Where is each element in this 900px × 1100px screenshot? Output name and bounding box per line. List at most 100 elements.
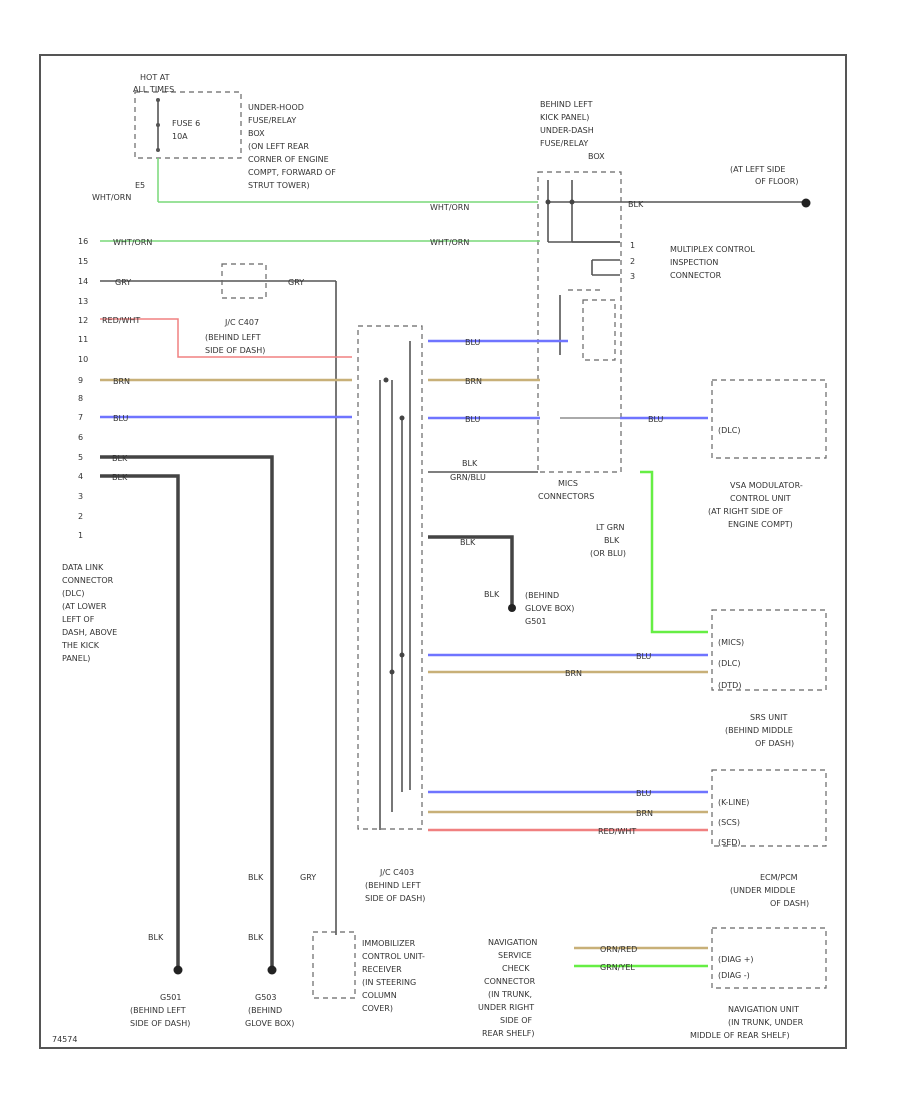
- svg-text:RED/WHT: RED/WHT: [598, 827, 636, 836]
- svg-text:BRN: BRN: [565, 669, 582, 678]
- wire-e5-label: E5: [135, 181, 145, 190]
- svg-text:SIDE OF: SIDE OF: [500, 1016, 532, 1025]
- svg-text:(BEHIND: (BEHIND: [248, 1006, 282, 1015]
- uh-line-4: (ON LEFT REAR: [248, 142, 309, 151]
- svg-text:CONNECTOR: CONNECTOR: [484, 977, 536, 986]
- svg-text:(BEHIND LEFT: (BEHIND LEFT: [130, 1006, 186, 1015]
- svg-text:ECM/PCM: ECM/PCM: [760, 873, 798, 882]
- svg-text:(IN TRUNK, UNDER: (IN TRUNK, UNDER: [728, 1018, 804, 1027]
- svg-text:BRN: BRN: [113, 377, 130, 386]
- svg-text:BLU: BLU: [636, 652, 652, 661]
- svg-text:(DLC): (DLC): [62, 589, 84, 598]
- srs-connector-box: [711, 609, 827, 691]
- fuse-rating: 10A: [172, 132, 188, 141]
- wire-blk-top-label: BLK: [628, 200, 644, 209]
- dash-box-line-1: BEHIND LEFT: [540, 100, 593, 109]
- svg-text:BRN: BRN: [636, 809, 653, 818]
- svg-text:IMMOBILIZER: IMMOBILIZER: [362, 939, 416, 948]
- dlc-pin-11: 11: [78, 335, 88, 344]
- wire-whtorn-label-1: WHT/ORN: [92, 193, 131, 202]
- svg-text:(SCS): (SCS): [718, 818, 740, 827]
- svg-text:ORN/RED: ORN/RED: [600, 945, 637, 954]
- svg-text:3: 3: [630, 272, 635, 281]
- hot-label-2: ALL TIMES: [133, 85, 174, 94]
- nav-conn-labels: NAVIGATION SERVICE CHECK CONNECTOR (IN T…: [478, 938, 537, 1038]
- svg-text:(DLC): (DLC): [718, 426, 740, 435]
- svg-text:OF DASH): OF DASH): [755, 739, 794, 748]
- immob-labels: IMMOBILIZER CONTROL UNIT- RECEIVER (IN S…: [362, 939, 425, 1013]
- uh-line-3: BOX: [248, 129, 265, 138]
- svg-text:PANEL): PANEL): [62, 654, 90, 663]
- vsa-connector-box: [711, 379, 827, 459]
- dash-box-line-5: BOX: [588, 152, 605, 161]
- svg-text:(MICS): (MICS): [718, 638, 744, 647]
- jc-c403-box: [357, 325, 423, 830]
- uh-line-5: CORNER OF ENGINE: [248, 155, 329, 164]
- svg-text:OF DASH): OF DASH): [770, 899, 809, 908]
- svg-text:BLK: BLK: [460, 538, 476, 547]
- dash-box-line-4: FUSE/RELAY: [540, 139, 588, 148]
- svg-text:BLU: BLU: [465, 338, 481, 347]
- svg-text:GRY: GRY: [300, 873, 316, 882]
- dlc-pin-3: 3: [78, 492, 83, 501]
- svg-text:(UNDER MIDDLE: (UNDER MIDDLE: [730, 886, 795, 895]
- svg-text:2: 2: [630, 257, 635, 266]
- uh-line-1: UNDER-HOOD: [248, 103, 304, 112]
- svg-text:(AT LOWER: (AT LOWER: [62, 602, 107, 611]
- underhood-box-labels: UNDER-HOOD FUSE/RELAY BOX (ON LEFT REAR …: [248, 103, 336, 190]
- svg-text:THE KICK: THE KICK: [61, 641, 100, 650]
- diagram-code: 74574: [52, 1035, 77, 1044]
- ground-g501: [173, 965, 183, 975]
- svg-text:CHECK: CHECK: [502, 964, 530, 973]
- dlc-pin-5: 5: [78, 453, 83, 462]
- ground-symbol-top: [801, 198, 811, 208]
- svg-text:(SED): (SED): [718, 838, 741, 847]
- svg-text:WHT/ORN: WHT/ORN: [113, 238, 152, 247]
- uh-line-2: FUSE/RELAY: [248, 116, 296, 125]
- svg-text:DASH, ABOVE: DASH, ABOVE: [62, 628, 117, 637]
- svg-text:BLU: BLU: [636, 789, 652, 798]
- dlc-pin-13: 13: [78, 297, 88, 306]
- vsa-labels: VSA MODULATOR- CONTROL UNIT (AT RIGHT SI…: [708, 481, 803, 529]
- g-glove-line-3: G501: [525, 617, 546, 626]
- svg-text:LEFT OF: LEFT OF: [62, 615, 95, 624]
- svg-text:CONNECTOR: CONNECTOR: [62, 576, 114, 585]
- svg-text:RECEIVER: RECEIVER: [362, 965, 402, 974]
- svg-text:GRN/YEL: GRN/YEL: [600, 963, 635, 972]
- svg-text:(IN TRUNK,: (IN TRUNK,: [488, 990, 532, 999]
- mpx-line-2: INSPECTION: [670, 258, 718, 267]
- svg-text:(K-LINE): (K-LINE): [718, 798, 749, 807]
- wire-ltgrn: [640, 470, 708, 634]
- svg-text:COVER): COVER): [362, 1004, 393, 1013]
- dlc-pin-4: 4: [78, 472, 83, 481]
- svg-text:(BEHIND MIDDLE: (BEHIND MIDDLE: [725, 726, 793, 735]
- uh-line-7: STRUT TOWER): [248, 181, 310, 190]
- svg-text:CONTROL UNIT-: CONTROL UNIT-: [362, 952, 425, 961]
- svg-text:BLK: BLK: [484, 590, 500, 599]
- dlc-pin-7: 7: [78, 413, 83, 422]
- jc2-label-3: SIDE OF DASH): [365, 894, 425, 903]
- svg-text:MIDDLE OF REAR SHELF): MIDDLE OF REAR SHELF): [690, 1031, 790, 1040]
- svg-text:BLU: BLU: [648, 415, 664, 424]
- svg-text:BLK: BLK: [462, 459, 478, 468]
- svg-text:DATA LINK: DATA LINK: [62, 563, 104, 572]
- nav-unit-labels: NAVIGATION UNIT (IN TRUNK, UNDER MIDDLE …: [690, 1005, 804, 1040]
- uh-line-6: COMPT, FORWARD OF: [248, 168, 336, 177]
- mpx-line-3: CONNECTOR: [670, 271, 722, 280]
- svg-text:VSA MODULATOR-: VSA MODULATOR-: [730, 481, 803, 490]
- svg-text:REAR SHELF): REAR SHELF): [482, 1029, 535, 1038]
- svg-text:(DTD): (DTD): [718, 681, 741, 690]
- wire-blk-glove: [428, 535, 514, 608]
- dlc-pin-10: 10: [78, 355, 88, 364]
- svg-text:NAVIGATION UNIT: NAVIGATION UNIT: [728, 1005, 799, 1014]
- svg-text:LT GRN: LT GRN: [596, 523, 625, 532]
- svg-text:GRN/BLU: GRN/BLU: [450, 473, 486, 482]
- svg-text:BRN: BRN: [465, 377, 482, 386]
- wire-blk-g501: [100, 474, 180, 970]
- underdash-fuse-box: BEHIND LEFT KICK PANEL) UNDER-DASH FUSE/…: [537, 100, 810, 473]
- svg-text:SRS UNIT: SRS UNIT: [750, 713, 787, 722]
- svg-text:(IN STEERING: (IN STEERING: [362, 978, 416, 987]
